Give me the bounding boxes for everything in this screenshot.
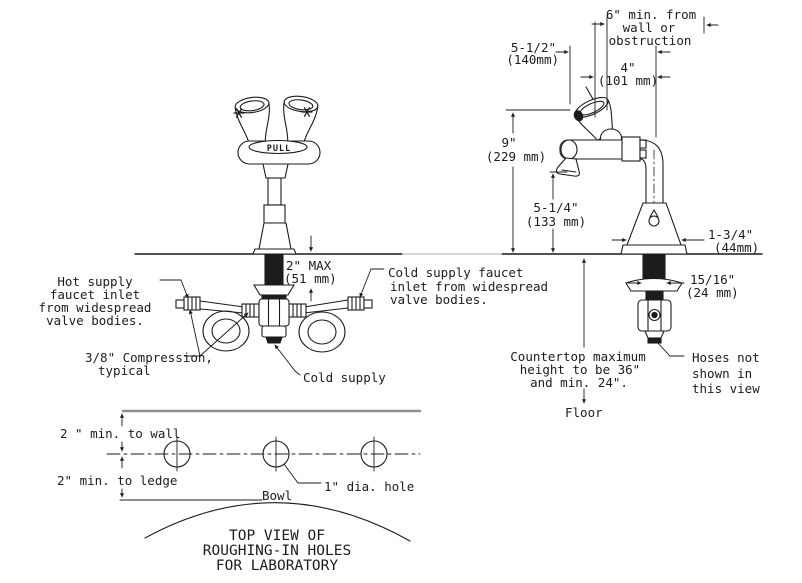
- note-countertop-line3: and min. 24".: [530, 375, 628, 390]
- pull-handle-label: PULL: [267, 144, 291, 154]
- hose-connection: [644, 330, 665, 339]
- spray-head: [573, 96, 615, 141]
- nozzle-tip: [573, 110, 584, 122]
- eyewash-left-head: [234, 96, 270, 146]
- cold-inlet-tip: [265, 336, 283, 344]
- dim-shank-width-value: 15/16": [690, 272, 735, 287]
- note-hoses-line1: Hoses not: [692, 350, 760, 365]
- watermark-blob: [402, 228, 502, 276]
- dim-base-width-value: 1-3/4": [708, 227, 753, 242]
- dim-shank-width-mm: (24 mm): [686, 285, 739, 300]
- note-hot-inlet-line3: from widespread: [39, 300, 152, 315]
- gooseneck-inner: [639, 158, 647, 204]
- dim-spout-height-mm: (133 mm): [526, 214, 586, 229]
- note-compression-line2: typical: [98, 363, 151, 378]
- gooseneck-outer: [639, 139, 664, 204]
- dim-wall-clearance-line1: 6" min. from: [606, 7, 696, 22]
- bowl-arc: [144, 502, 411, 542]
- union-coupling: [621, 136, 641, 162]
- topview-hole-label: 1" dia. hole: [324, 479, 414, 494]
- dim-head-spacing-mm: (101 mm): [598, 73, 658, 88]
- lower-nut: [261, 325, 287, 338]
- annotations: 6" min. from wall or obstruction 5-1/2" …: [39, 7, 761, 574]
- eyewash-neck: [262, 163, 289, 179]
- dim-spout-height-value: 5-1/4": [533, 200, 578, 215]
- dim-head-offset-value: 5-1/2": [511, 40, 556, 55]
- note-hoses-line3: this view: [692, 381, 760, 396]
- note-hoses-line2: shown in: [692, 366, 752, 381]
- topview-ledge-clearance: 2" min. to ledge: [57, 473, 177, 488]
- body-end-cap: [560, 139, 578, 160]
- dim-wall-clearance-line3: obstruction: [609, 33, 692, 48]
- topview-title-line3: FOR LABORATORY: [216, 558, 338, 574]
- note-cold-inlet-line1: Cold supply faucet: [388, 265, 523, 280]
- label-floor: Floor: [565, 405, 603, 420]
- right-hose: [298, 296, 373, 353]
- dim-head-height-mm: (229 mm): [486, 149, 546, 164]
- faucet-base-cone: [626, 202, 682, 246]
- topview-wall-clearance: 2 " min. to wall: [60, 426, 180, 441]
- topview-bowl-label: Bowl: [262, 488, 292, 503]
- note-countertop-line1: Countertop maximum: [510, 349, 645, 364]
- dim-base-width-mm: (44mm): [714, 240, 759, 255]
- eyewash-collar: [263, 204, 286, 224]
- note-hot-inlet-line2: faucet inlet: [50, 287, 140, 302]
- label-cold-supply: Cold supply: [303, 370, 386, 385]
- note-hot-inlet-line1: Hot supply: [57, 274, 133, 289]
- eyewash-stem: [267, 177, 282, 206]
- spout: [555, 157, 580, 177]
- shank-washer: [625, 277, 683, 292]
- top-view-roughing: [106, 409, 422, 542]
- threaded-shank: [264, 254, 284, 286]
- dim-head-spacing-value: 4": [620, 60, 635, 75]
- left-hose: [175, 296, 250, 352]
- eyewash-base-cone: [258, 222, 292, 250]
- spray-nozzle-icon: [233, 108, 245, 118]
- dim-deck-thickness-value: 2" MAX: [286, 258, 332, 273]
- dim-wall-clearance-line2: wall or: [623, 20, 676, 35]
- note-hot-inlet-line4: valve bodies.: [46, 313, 144, 328]
- faucet-base-flange: [620, 244, 688, 255]
- tee-valve-body: [258, 298, 290, 327]
- eyewash-base-flange: [252, 248, 297, 255]
- lock-washer: [253, 284, 295, 296]
- topview-title-line2: ROUGHING-IN HOLES: [203, 543, 351, 559]
- spray-nozzle-icon: [301, 107, 313, 117]
- eyewash-front-view: [175, 95, 373, 353]
- dim-head-height-value: 9": [501, 135, 516, 150]
- note-cold-inlet-line2: inlet from widespread: [390, 279, 548, 294]
- faucet-shank: [642, 254, 666, 282]
- leader-lines: [159, 268, 685, 484]
- note-compression-line1: 3/8" Compression,: [85, 350, 213, 365]
- topview-title-line1: TOP VIEW OF: [229, 528, 325, 544]
- index-mark: [648, 215, 660, 227]
- note-cold-inlet-line3: valve bodies.: [390, 292, 488, 307]
- eyewash-right-head: [283, 95, 319, 145]
- note-countertop-line2: height to be 36": [520, 362, 640, 377]
- dim-deck-thickness-mm: (51 mm): [284, 271, 337, 286]
- faucet-side-view: [555, 86, 688, 344]
- dimension-lines: [308, 16, 719, 404]
- pull-handle: [237, 139, 321, 165]
- dim-head-offset-mm: (140mm): [506, 52, 559, 67]
